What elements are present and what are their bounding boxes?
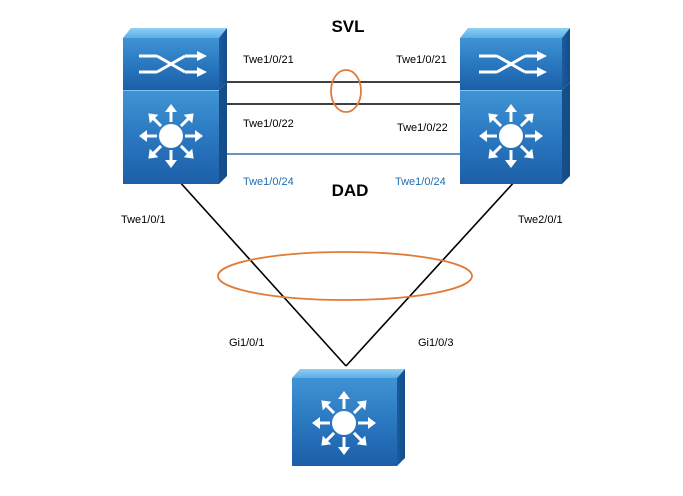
router-icon <box>137 102 205 170</box>
label-right-uplink: Twe2/0/1 <box>518 214 563 226</box>
left-switch <box>123 28 227 90</box>
link-right-uplink <box>345 179 517 367</box>
label-right-twe22: Twe1/0/22 <box>397 122 448 134</box>
svl-bundle-ellipse <box>330 69 362 113</box>
dad-heading: DAD <box>332 181 369 200</box>
label-right-twe24: Twe1/0/24 <box>395 176 446 188</box>
link-left-uplink <box>177 179 347 367</box>
svl-heading: SVL <box>331 17 364 36</box>
left-router <box>123 82 227 184</box>
router-icon <box>477 102 545 170</box>
label-bottom-left: Gi1/0/1 <box>229 337 264 349</box>
right-stack <box>460 28 570 184</box>
label-left-uplink: Twe1/0/1 <box>121 214 166 226</box>
right-router <box>460 82 570 184</box>
label-left-twe22: Twe1/0/22 <box>243 118 294 130</box>
label-left-twe21: Twe1/0/21 <box>243 54 294 66</box>
uplink-bundle-ellipse <box>217 251 473 301</box>
links <box>177 81 517 367</box>
left-stack <box>123 28 227 184</box>
label-bottom-right: Gi1/0/3 <box>418 337 453 349</box>
label-right-twe21: Twe1/0/21 <box>396 54 447 66</box>
label-left-twe24: Twe1/0/24 <box>243 176 294 188</box>
right-switch <box>460 28 570 90</box>
router-icon <box>310 389 378 457</box>
bottom-router <box>292 369 405 466</box>
